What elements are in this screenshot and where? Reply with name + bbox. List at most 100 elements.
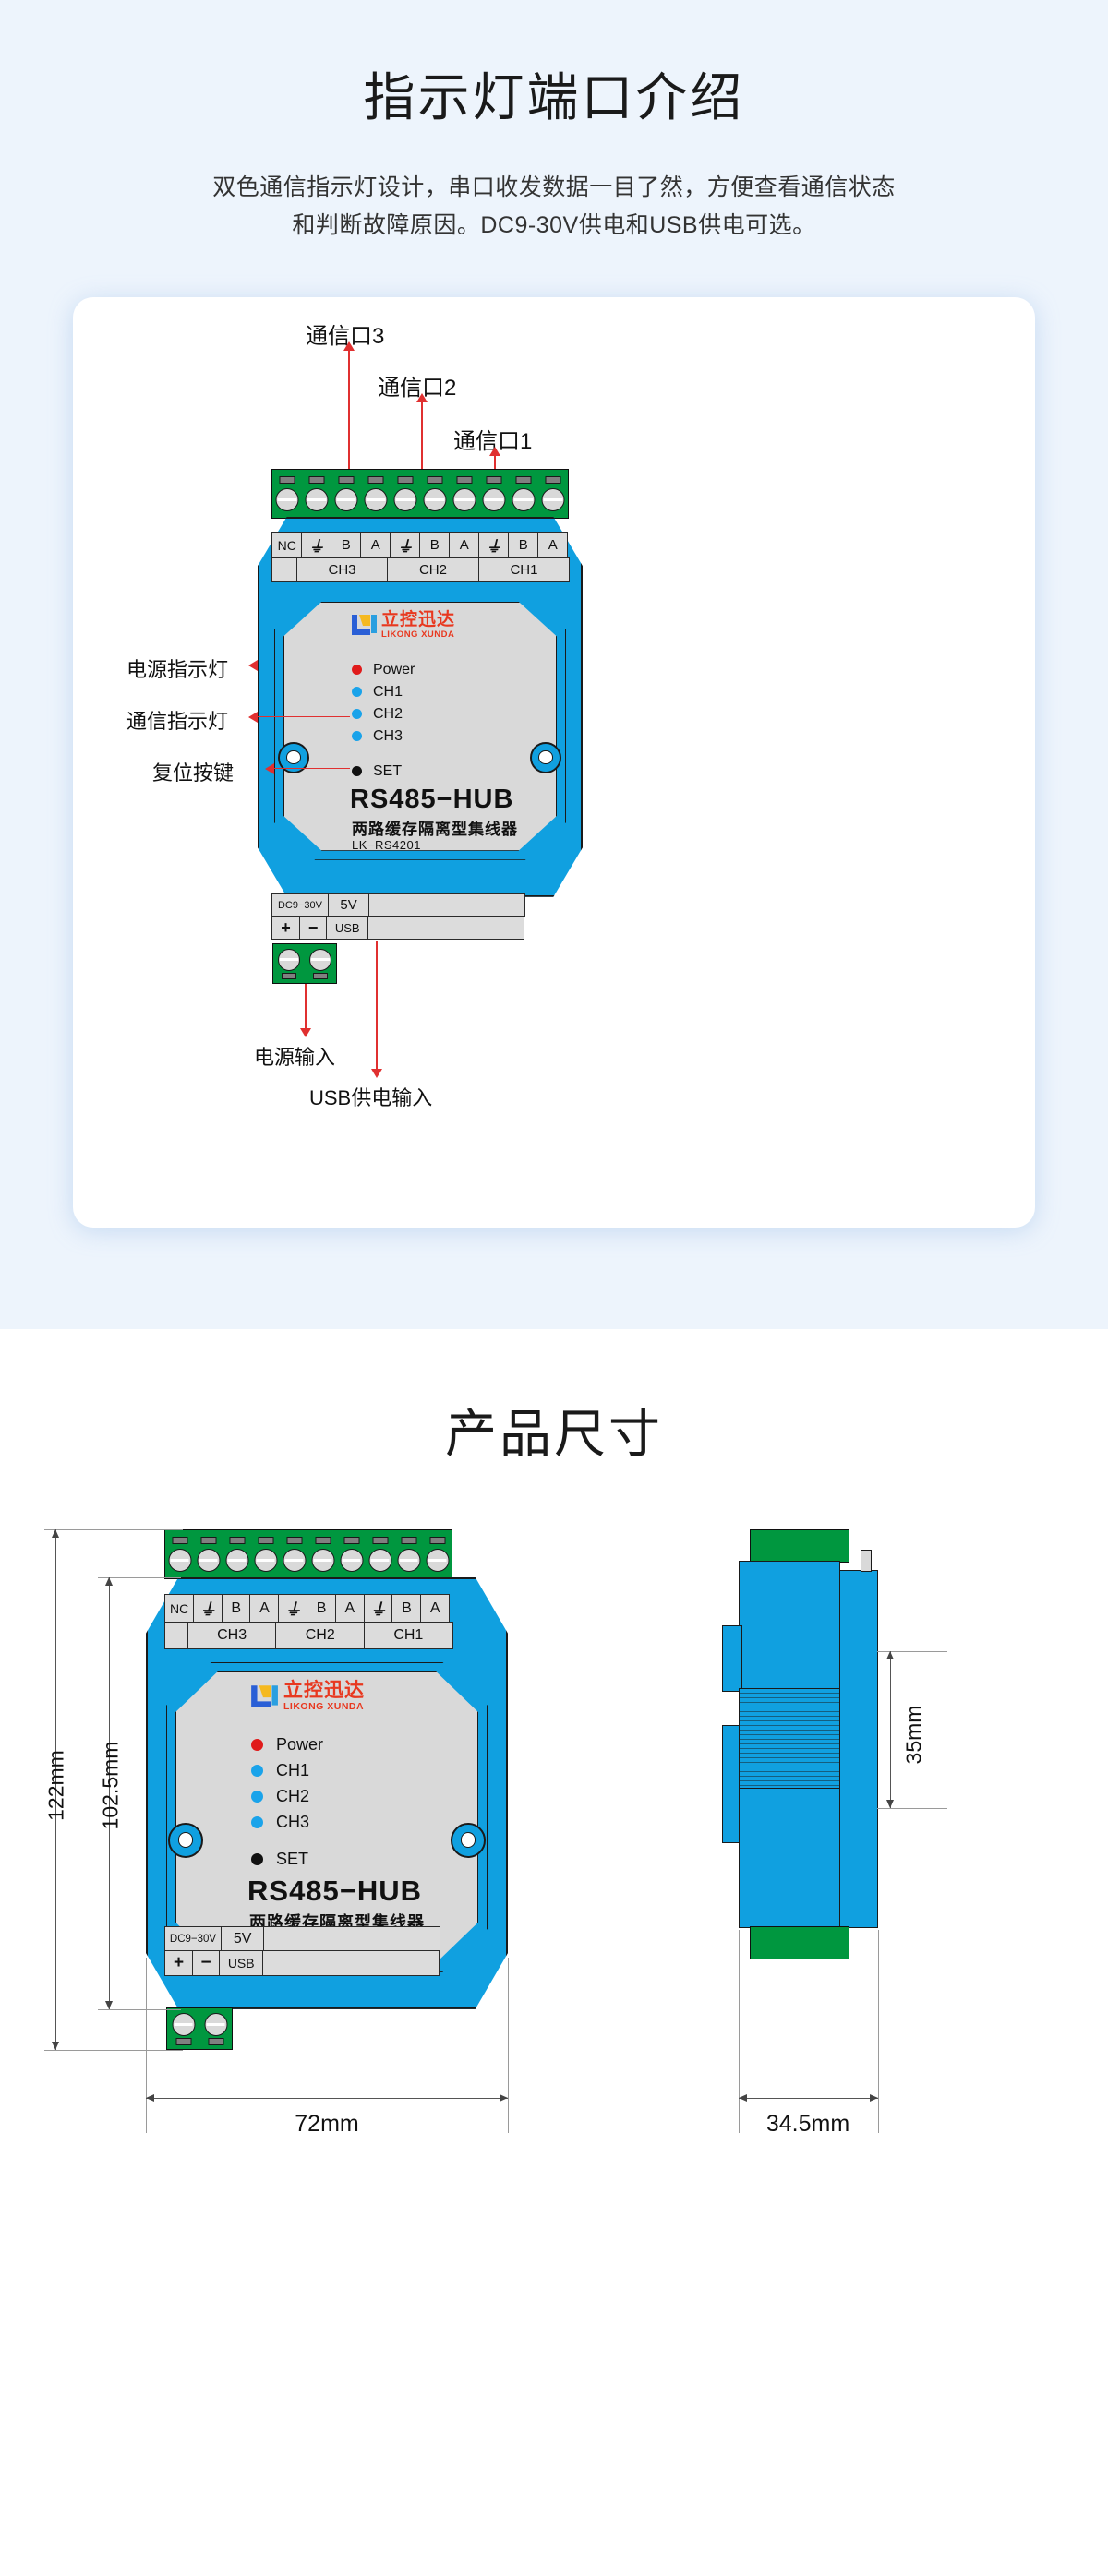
dimension-arrow-102-bottom (105, 2000, 113, 2009)
terminal-screw (168, 1548, 191, 1572)
arrow-head-usb-input (371, 1068, 382, 1078)
pin-label-ground: ⏚ (478, 531, 510, 559)
power-terminal-pin (273, 944, 305, 983)
terminal-slot (515, 475, 532, 484)
mounting-hole-left (168, 1822, 203, 1858)
heatsink-fin (740, 1775, 839, 1777)
front-face-plate (283, 601, 557, 851)
logo-k-icon (251, 1684, 278, 1707)
dimension-label-thickness: 35mm (901, 1705, 926, 1765)
side-bottom-terminal (750, 1925, 849, 1959)
terminal-screw (364, 487, 388, 511)
power-terminal-screw (172, 2012, 195, 2036)
product-dimensions-section: 产品尺寸 NC ⏚ (0, 1328, 1108, 2474)
usb-voltage-label: 5V (327, 893, 370, 917)
side-depth-face (839, 1569, 878, 1928)
pin-label: B (306, 1593, 337, 1623)
terminal-pin (280, 1530, 308, 1578)
extension-line-345-right (878, 1929, 879, 2133)
terminal-slot (315, 1536, 331, 1544)
dimension-line-122 (55, 1528, 57, 2050)
pin-label-row: NC ⏚ B A ⏚ B A ⏚ B A (271, 531, 569, 559)
channel-label-ch3: CH3 (187, 1622, 277, 1650)
arrow-head-power-led (248, 659, 258, 671)
dimension-arrow-122-top (52, 1528, 59, 1538)
dimension-arrow-72-right (500, 2093, 508, 2102)
channel-label-row: CH3 CH2 CH1 (164, 1622, 453, 1650)
pin-label: A (537, 531, 569, 559)
heatsink-fin (740, 1738, 839, 1740)
set-button-dot-icon[interactable] (352, 766, 362, 777)
terminal-slot (258, 1536, 273, 1544)
logo-text-block: 立控迅达 LIKONG XUNDA (283, 1681, 365, 1712)
power-minus-label: − (191, 1950, 221, 1977)
heatsink-fin (740, 1756, 839, 1758)
terminal-pin (509, 470, 538, 518)
pin-label: B (419, 531, 451, 559)
arrow-head-power-input (300, 1027, 311, 1037)
pin-label-ground: ⏚ (363, 1593, 393, 1623)
terminal-screw (334, 487, 358, 511)
leader-line-power-led (258, 664, 350, 666)
heatsink-fin (740, 1743, 839, 1744)
side-latch-tab (861, 1549, 872, 1572)
extension-line-345-left (739, 1929, 740, 2133)
dimension-arrow-35-bottom (886, 1799, 894, 1808)
led-label-ch3: CH3 (276, 1813, 310, 1832)
pin-label: NC (164, 1593, 195, 1623)
channel-label-ch2: CH2 (275, 1622, 366, 1650)
leader-line-port2 (421, 398, 423, 469)
dimension-line-35 (890, 1650, 892, 1808)
heatsink-fin (740, 1761, 839, 1763)
terminal-pin (420, 470, 450, 518)
terminal-screw (368, 1548, 391, 1572)
terminal-slot (367, 475, 384, 484)
model-name-text: RS485−HUB (247, 1874, 423, 1907)
power-terminal-slot (282, 972, 296, 979)
arrow-head-reset-key (265, 762, 274, 774)
set-button-row[interactable]: SET (352, 761, 402, 782)
terminal-slot (456, 475, 473, 484)
power-terminal-slot (175, 2037, 191, 2045)
terminal-slot (486, 475, 502, 484)
callout-label-reset-key: 复位按键 (152, 761, 235, 785)
set-button-dot-icon[interactable] (251, 1853, 263, 1866)
power-table-blank (367, 916, 524, 941)
power-terminal-pin (305, 944, 336, 983)
usb-port-label: USB (219, 1950, 264, 1977)
pin-label: A (360, 531, 391, 559)
heatsink-fin (740, 1710, 839, 1712)
power-terminal-pin (199, 2008, 232, 2049)
terminal-pin-label-table: NC ⏚ B A ⏚ B A ⏚ B A CH3 CH2 CH1 (164, 1593, 453, 1650)
heatsink-fin (740, 1701, 839, 1703)
terminal-pin (423, 1530, 452, 1578)
extension-line-72-left (146, 1957, 147, 2133)
extension-line-122-bottom (44, 2049, 183, 2051)
power-plus-label: + (271, 916, 300, 941)
power-label-row-top: DC9−30V 5V (164, 1925, 441, 1952)
terminal-screw (197, 1548, 220, 1572)
terminal-slot (397, 475, 414, 484)
led-row-ch1: CH1 (251, 1758, 323, 1784)
pin-label: A (449, 531, 480, 559)
model-description-text: 两路缓存隔离型集线器 (352, 820, 518, 838)
dimension-arrow-35-top (886, 1650, 894, 1659)
set-button-row[interactable]: SET (251, 1849, 308, 1871)
dimension-line-102 (109, 1576, 111, 2009)
led-dot-ch1 (251, 1765, 263, 1778)
pin-label-ground: ⏚ (278, 1593, 308, 1623)
led-label-ch3: CH3 (373, 727, 403, 744)
logo-k-icon (352, 614, 377, 635)
terminal-screw (397, 1548, 420, 1572)
power-label-row-top: DC9−30V 5V (271, 893, 526, 917)
power-terminal-slot (313, 972, 328, 979)
heatsink-fin (740, 1733, 839, 1735)
pin-label: B (391, 1593, 422, 1623)
power-terminal-pin (167, 2008, 199, 2049)
leader-line-port3 (348, 346, 350, 469)
terminal-slot (427, 475, 443, 484)
terminal-slot (401, 1536, 416, 1544)
indicator-port-section: 指示灯端口介绍 双色通信指示灯设计，串口收发数据一目了然，方便查看通信状态 和判… (0, 0, 1108, 1329)
leader-line-reset-key (274, 767, 350, 770)
led-row-power: Power (251, 1732, 323, 1758)
